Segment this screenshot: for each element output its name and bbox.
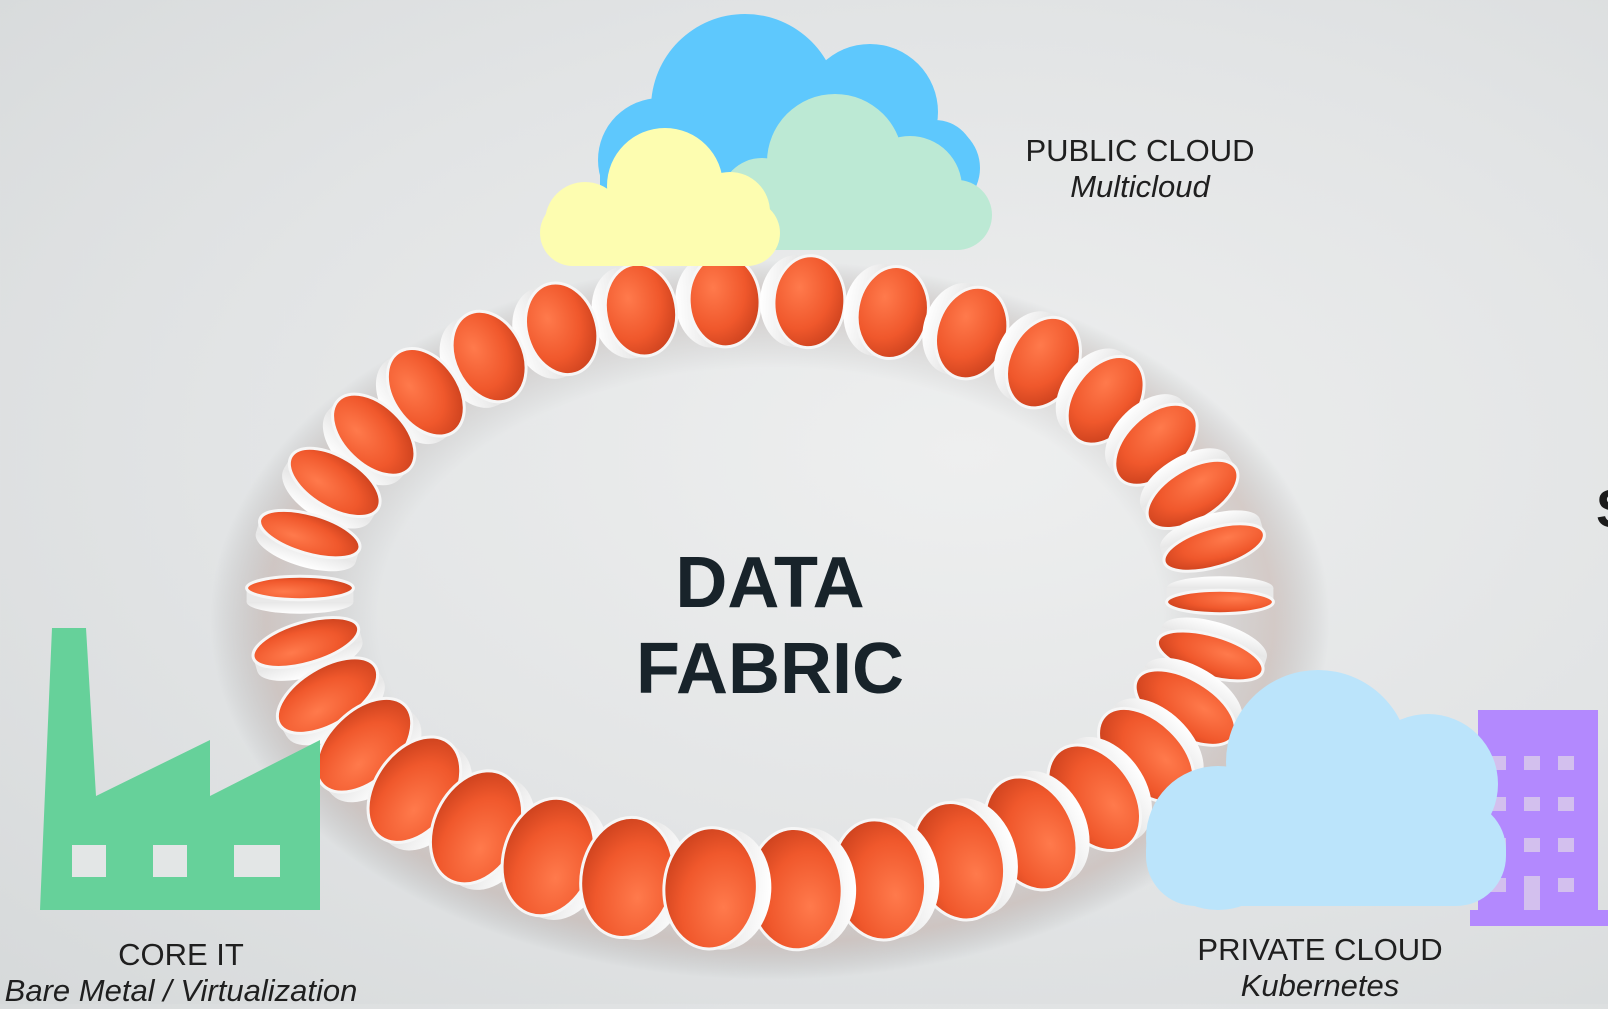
ring-disc	[282, 446, 382, 529]
ring-disc	[245, 574, 355, 614]
private-cloud-title: PRIVATE CLOUD	[1197, 932, 1443, 967]
data-fabric-line1: DATA	[675, 543, 865, 623]
data-fabric-title: DATA FABRIC	[600, 540, 940, 712]
ring-disc	[579, 815, 688, 941]
ring-disc	[922, 282, 1010, 381]
ring-disc	[1139, 448, 1240, 531]
private-cloud-label: PRIVATE CLOUD Kubernetes	[1170, 931, 1470, 1004]
building-icon	[1470, 710, 1608, 926]
ring-disc	[830, 817, 940, 942]
public-cloud-label: PUBLIC CLOUD Multicloud	[1000, 132, 1280, 205]
public-cloud-title: PUBLIC CLOUD	[1025, 133, 1255, 168]
ring-disc	[275, 656, 385, 746]
ring-disc	[255, 508, 362, 572]
ring-disc	[662, 826, 772, 951]
ring-disc	[675, 253, 762, 349]
ring-disc	[843, 264, 930, 361]
private-cloud-icon	[1146, 670, 1506, 910]
ring-disc	[1165, 576, 1275, 616]
data-fabric-line2: FABRIC	[636, 629, 904, 709]
ring-disc	[747, 826, 857, 952]
core-it-subtitle: Bare Metal / Virtualization	[4, 973, 358, 1008]
private-cloud-subtitle: Kubernetes	[1240, 968, 1400, 1003]
data-fabric-ring	[245, 253, 1275, 952]
core-it-label: CORE IT Bare Metal / Virtualization	[0, 936, 362, 1009]
ring-disc	[375, 347, 466, 445]
ring-disc	[439, 309, 528, 408]
ring-disc	[591, 262, 679, 359]
ring-disc	[1160, 510, 1266, 573]
public-cloud-icon	[540, 14, 992, 266]
core-it-title: CORE IT	[118, 937, 244, 972]
ring-disc	[251, 616, 363, 681]
factory-icon	[40, 628, 320, 910]
ring-disc	[512, 281, 600, 379]
edge-cutoff-letter: S	[1596, 478, 1608, 540]
ring-disc	[910, 798, 1018, 922]
public-cloud-subtitle: Multicloud	[1070, 169, 1210, 204]
